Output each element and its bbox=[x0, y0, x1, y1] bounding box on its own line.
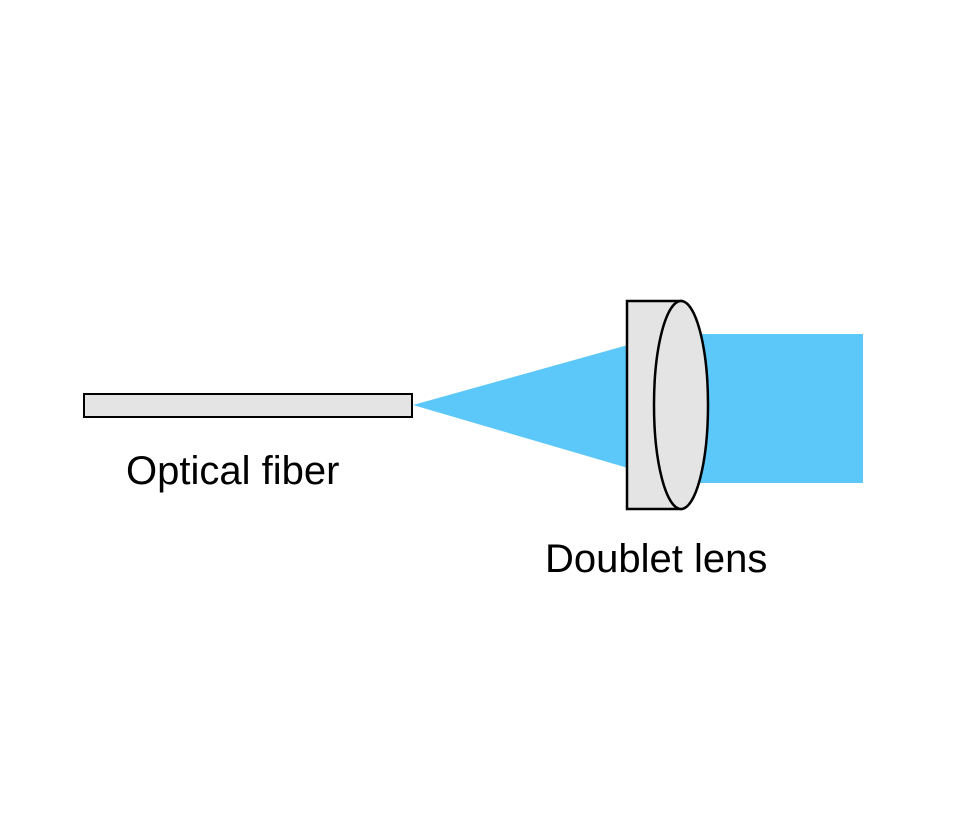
diverging-beam bbox=[413, 345, 628, 468]
optical-fiber-label: Optical fiber bbox=[126, 449, 339, 493]
collimated-beam bbox=[690, 334, 863, 483]
doublet-lens-label: Doublet lens bbox=[545, 537, 767, 581]
optical-fiber bbox=[83, 393, 413, 418]
doublet-lens-face bbox=[652, 299, 710, 511]
